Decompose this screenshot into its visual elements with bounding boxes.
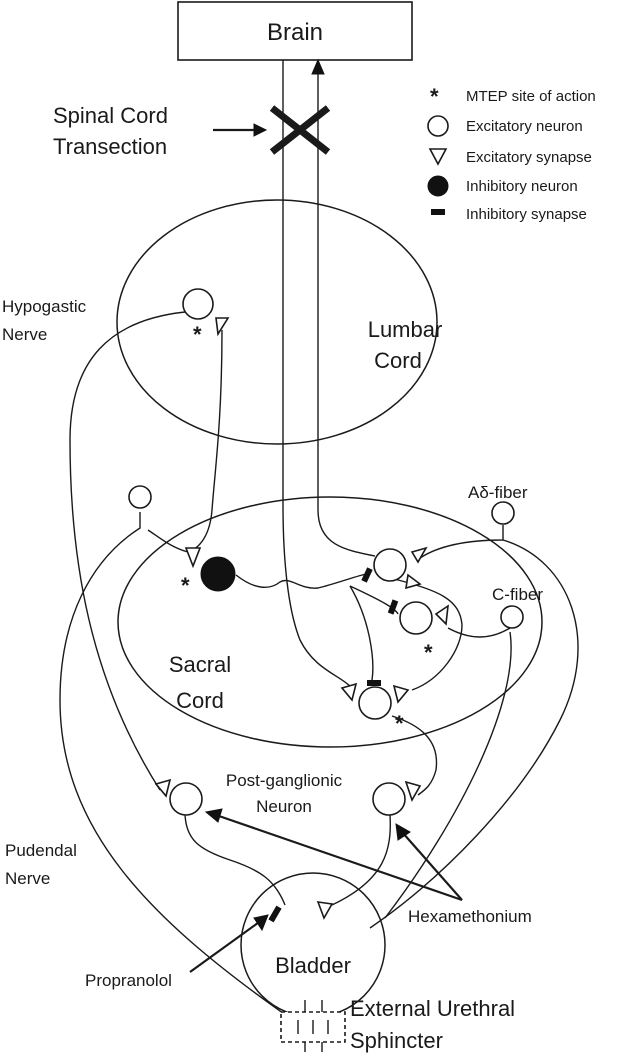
hypogastric-label-line1: Hypogastic	[2, 297, 87, 316]
sphincter-striations	[297, 1020, 329, 1034]
sacral-excitatory-synapse	[184, 547, 202, 569]
hexamethonium-arrow-right	[401, 831, 463, 901]
hypogastric-label-line2: Nerve	[2, 325, 47, 344]
lumbar-label-line1: Lumbar	[368, 317, 443, 342]
transection-label-line2: Transection	[53, 134, 167, 159]
inhibitory-synapse-upper	[361, 567, 373, 583]
legend-label-inhibitory-synapse: Inhibitory synapse	[466, 206, 587, 223]
adelta-fiber-path	[419, 525, 504, 559]
adelta-fiber-label: Aδ-fiber	[468, 483, 528, 502]
sacral-label-line2: Cord	[176, 688, 224, 713]
legend-bar-icon	[431, 209, 445, 215]
propranolol-label: Propranolol	[85, 971, 172, 990]
lumbar-mtep-asterisk-icon: *	[193, 322, 202, 347]
sphincter-label-line2: Sphincter	[350, 1028, 443, 1053]
upper-excitatory-synapse-relay	[405, 573, 422, 590]
sacral-cord-outline	[117, 496, 543, 748]
sacral-lower-excitatory-neuron	[358, 686, 392, 720]
lower-excitatory-synapse-left	[340, 682, 358, 702]
ascending-pathway	[317, 70, 376, 557]
legend-asterisk-icon: *	[430, 84, 439, 109]
postganglionic-label-line2: Neuron	[256, 797, 312, 816]
transection-arrowhead	[253, 123, 268, 137]
brain-box	[177, 1, 413, 61]
excitatory-relay-path	[389, 577, 463, 691]
adelta-to-bladder-path	[369, 539, 579, 929]
right-postganglionic-neuron	[372, 782, 406, 816]
adelta-excitatory-synapse	[410, 546, 428, 564]
legend-label-mtep: MTEP site of action	[466, 88, 596, 105]
ascending-arrowhead	[311, 58, 325, 75]
right-postganglionic-to-bladder	[331, 814, 391, 906]
transection-x	[269, 105, 331, 155]
sacral-mtep-asterisk-icon: *	[181, 573, 190, 598]
lumbar-label-line2: Cord	[374, 348, 422, 373]
inhibitory-synapse-middle	[387, 599, 399, 615]
pudendal-sensory-neuron	[128, 485, 152, 509]
lumbar-cord-outline	[116, 199, 438, 445]
hypogastric-nerve-path	[69, 311, 186, 791]
legend-label-inhibitory-neuron: Inhibitory neuron	[466, 178, 578, 195]
propranolol-arrowhead	[253, 914, 269, 932]
legend-label-excitatory-synapse: Excitatory synapse	[466, 149, 592, 166]
lower-mtep-asterisk-icon: *	[395, 711, 404, 736]
left-postganglionic-neuron	[169, 782, 203, 816]
legend-triangle-icon	[428, 148, 448, 166]
cfiber-excitatory-synapse	[434, 604, 449, 626]
left-postganglionic-to-bladder	[184, 811, 286, 906]
preganglionic-path	[391, 715, 438, 796]
legend-filled-circle-icon	[427, 175, 449, 197]
pudendal-sensory-branch	[147, 529, 189, 553]
hexamethonium-arrowhead-left	[204, 808, 223, 823]
sacral-inhibitory-neuron	[200, 556, 236, 592]
c-fiber-to-bladder-path	[384, 631, 512, 919]
transection-label-line1: Spinal Cord	[53, 103, 168, 128]
legend-open-circle-icon	[427, 115, 449, 137]
sacral-label-line1: Sacral	[169, 652, 231, 677]
pudendal-label-line1: Pudendal	[5, 841, 77, 860]
postganglionic-label-line1: Post-ganglionic	[226, 771, 343, 790]
sphincter-label-line1: External Urethral	[350, 996, 515, 1021]
hexamethonium-arrow-left	[215, 813, 463, 902]
bladder-label: Bladder	[275, 953, 351, 978]
legend-label-excitatory-neuron: Excitatory neuron	[466, 118, 583, 135]
lumbar-excitatory-neuron	[182, 288, 214, 320]
sacral-middle-excitatory-neuron	[399, 601, 433, 635]
c-fiber-ending	[500, 605, 524, 629]
hexamethonium-arrowhead-right	[395, 823, 411, 841]
c-fiber-path	[447, 627, 511, 638]
bladder-excitatory-synapse	[316, 901, 334, 920]
inhibitory-branch-low	[349, 585, 374, 681]
sacral-upper-excitatory-neuron	[373, 548, 407, 582]
neural-paths	[59, 311, 579, 1052]
left-postganglionic-synapse	[154, 778, 172, 798]
middle-mtep-asterisk-icon: *	[424, 640, 433, 665]
legend: * MTEP site of action Excitatory neuron …	[427, 84, 596, 223]
c-fiber-label: C-fiber	[492, 585, 543, 604]
hexamethonium-label: Hexamethonium	[408, 907, 532, 926]
inhibitory-axon-path	[235, 573, 367, 589]
lumbar-excitatory-synapse	[215, 317, 230, 337]
propranolol-arrow	[189, 919, 263, 973]
brain-label: Brain	[267, 19, 323, 46]
adelta-fiber-ending	[491, 501, 515, 525]
lumbar-to-sacral-path	[187, 329, 223, 553]
pudendal-nerve-path	[59, 512, 291, 1019]
right-postganglionic-synapse	[404, 780, 422, 802]
inhibitory-branch-mid	[349, 585, 399, 615]
pudendal-label-line2: Nerve	[5, 869, 50, 888]
descending-pathway	[282, 60, 353, 689]
bladder-inhibitory-synapse	[268, 905, 282, 923]
inhibitory-synapse-lower	[367, 680, 381, 686]
lower-excitatory-synapse-right	[392, 684, 410, 704]
